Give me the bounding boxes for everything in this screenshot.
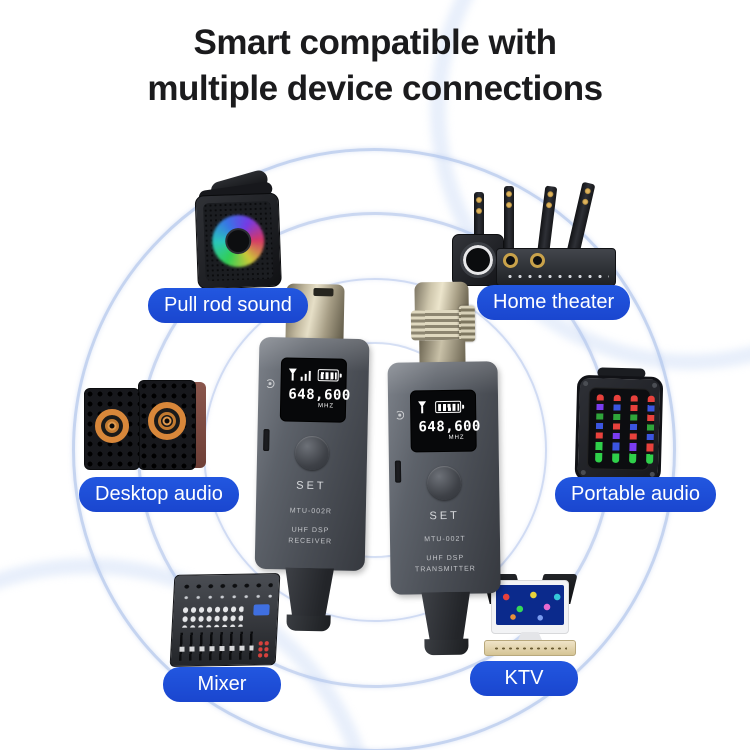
transmitter-grip-cap (424, 638, 469, 656)
label-home-theater: Home theater (477, 285, 631, 320)
label-mixer: Mixer (163, 667, 281, 702)
battery-icon (317, 369, 339, 382)
transmitter-body: 648,600 MHZ SET MTU-002T UHF DSP TRANSMI… (387, 361, 501, 595)
receiver-body: 648,600 MHZ SET MTU-002R UHF DSP RECEIVE… (254, 336, 370, 572)
led-panel (586, 387, 655, 471)
usb-charging-port[interactable] (263, 428, 270, 452)
led-column (629, 395, 638, 464)
karaoke-player (484, 640, 576, 656)
uhf-transmitter-device: 648,600 MHZ SET MTU-002T UHF DSP TRANSMI… (379, 281, 508, 656)
frequency-unit: MHZ (448, 434, 465, 441)
tower-speaker (474, 192, 484, 270)
receiver-grip-cap (286, 614, 331, 632)
subwoofer (452, 234, 504, 286)
bookshelf-speaker-right (138, 380, 196, 470)
frequency-readout: 648,600 (288, 386, 351, 404)
orange-woofer (148, 402, 186, 441)
bookshelf-speaker-left (84, 388, 140, 470)
gold-driver (503, 253, 518, 268)
screen-stand (518, 632, 542, 640)
portable-speaker-image (574, 367, 667, 487)
antenna-icon (418, 401, 428, 414)
title-line-1: Smart compatible with (193, 23, 557, 62)
led-column (595, 394, 604, 463)
receiver-oled-display: 648,600 MHZ (279, 357, 351, 423)
home-theater-image (452, 181, 620, 290)
corner-bolt (652, 382, 658, 388)
set-button-label: SET (429, 509, 460, 523)
uhf-receiver-device: 648,600 MHZ SET MTU-002R UHF DSP RECEIVE… (246, 283, 377, 633)
corner-bolt (583, 380, 589, 387)
xlr-latch (458, 305, 476, 342)
speaker-cabinet (194, 192, 282, 290)
receiver-grip-cone (277, 567, 342, 616)
subwoofer-cone (460, 242, 496, 278)
label-portable-audio: Portable audio (555, 477, 716, 512)
antenna-glyph (418, 401, 427, 414)
receiver-knob-row (505, 272, 609, 281)
song-selection-screen (496, 585, 564, 625)
label-pull-rod-sound: Pull rod sound (148, 288, 308, 323)
led-column (646, 395, 655, 464)
led-column (612, 394, 621, 463)
label-ktv: KTV (470, 661, 578, 696)
usb-charging-port[interactable] (394, 460, 402, 483)
portable-speaker-cabinet (574, 374, 664, 484)
tower-speaker (504, 186, 514, 270)
speaker-wood-side (194, 382, 206, 468)
device-type-label: UHF DSP RECEIVER (255, 525, 365, 548)
woofer-cap (162, 416, 172, 426)
av-receiver (496, 248, 616, 286)
label-desktop-audio: Desktop audio (79, 477, 239, 512)
corner-bolt (580, 469, 586, 476)
transmitter-oled-display: 648,600 MHZ (409, 389, 482, 453)
xlr-notch (313, 287, 334, 297)
player-buttons (493, 646, 567, 651)
frequency-readout: 648,600 (418, 418, 482, 436)
antenna-icon (288, 368, 297, 381)
pull-rod-speaker-image (188, 168, 292, 291)
battery-icon (435, 400, 462, 414)
headphone-jack-icon (395, 410, 405, 420)
gold-driver (530, 253, 546, 268)
signal-bars-icon (288, 368, 311, 381)
ktv-machine-image (480, 574, 580, 660)
woofer-cap (107, 421, 117, 431)
frequency-unit: MHZ (318, 403, 335, 410)
type-line-2: TRANSMITTER (414, 565, 476, 573)
mixer-red-buttons (256, 640, 270, 659)
title-line-2: multiple device connections (147, 68, 603, 108)
page-title: Smart compatible with multiple device co… (0, 20, 750, 111)
mixer-button-grid (180, 604, 244, 628)
set-button-label: SET (296, 479, 327, 493)
xlr-connector-female (410, 281, 476, 367)
device-type-label: UHF DSP TRANSMITTER (390, 553, 500, 576)
desktop-speakers-image (82, 378, 206, 474)
transmitter-grip-cone (414, 592, 479, 641)
